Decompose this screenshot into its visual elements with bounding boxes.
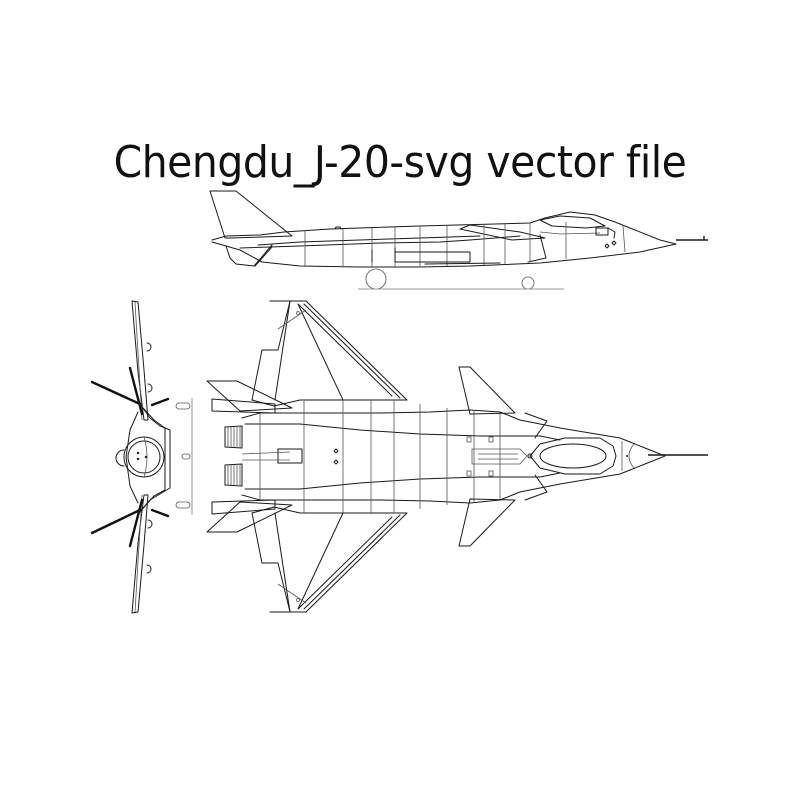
- canopy: [539, 215, 606, 229]
- canopy-top: [527, 437, 617, 475]
- nose-wheel: [521, 276, 535, 290]
- vertical-tail: [209, 190, 293, 239]
- ventral-tail-upper: [206, 380, 293, 412]
- front-view: [90, 300, 193, 614]
- canard-upper: [90, 366, 144, 416]
- wing-upper: [131, 300, 149, 421]
- canard-upper-top: [458, 366, 516, 415]
- canard-lower: [90, 498, 144, 548]
- wing-lower: [131, 494, 149, 614]
- ventral-fin: [225, 244, 273, 267]
- ventral-tail-lower: [206, 501, 293, 533]
- canard: [459, 224, 546, 241]
- main-wheel: [365, 268, 387, 290]
- cockpit-section: [123, 436, 165, 478]
- fuselage-outline: [241, 409, 666, 504]
- main-wing-upper: [251, 300, 408, 407]
- main-wing-lower: [251, 506, 408, 613]
- top-view: [206, 300, 708, 613]
- pitot-tube: [676, 236, 708, 241]
- fuselage-lower: [211, 241, 677, 268]
- engine-nozzles: [224, 425, 243, 487]
- gear-pod: [175, 402, 191, 410]
- side-view: [209, 190, 708, 290]
- page-title: Chengdu_J-20-svg vector file: [113, 137, 687, 188]
